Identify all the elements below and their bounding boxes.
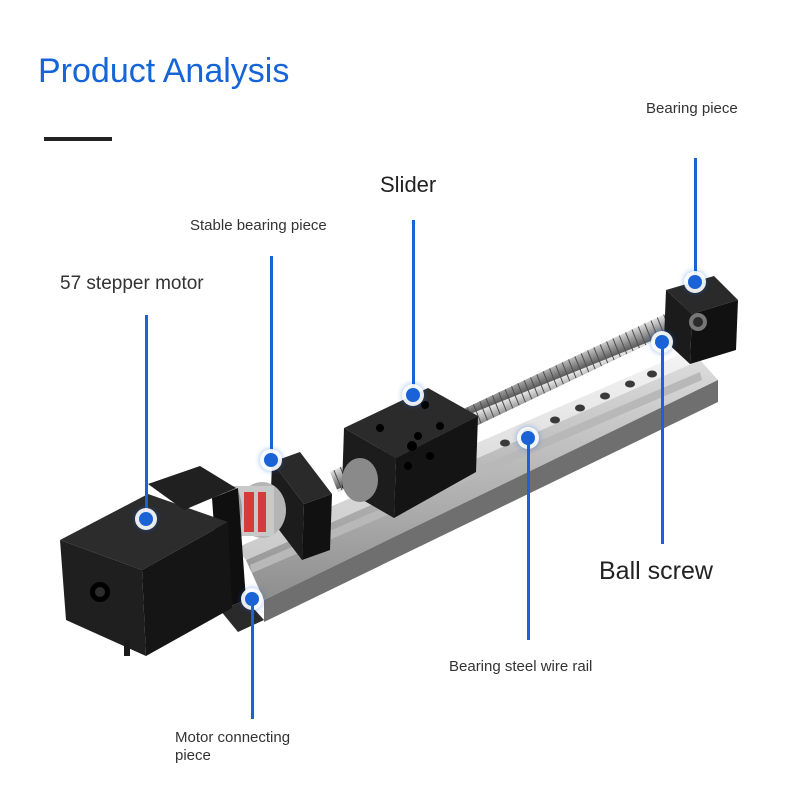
stepper-motor-leader xyxy=(145,315,148,518)
ball-screw-marker xyxy=(655,335,669,349)
callout-slider-label: Slider xyxy=(380,172,437,197)
motor-connecting-piece-leader xyxy=(251,601,254,719)
callout-motor-connecting-piece-label: Motor connecting piece xyxy=(175,729,291,764)
title-underline xyxy=(44,137,112,141)
stable-bearing-plate xyxy=(270,452,332,560)
ball-screw-leader xyxy=(661,344,664,544)
stable-bearing-piece-leader xyxy=(270,256,273,458)
stepper-motor-marker xyxy=(139,512,153,526)
ball-nut xyxy=(342,458,378,502)
bearing-piece-leader xyxy=(694,158,697,280)
slider-marker xyxy=(406,388,420,402)
stepper-motor xyxy=(60,466,236,656)
end-bearing-block xyxy=(664,276,738,364)
callout-stable-bearing-piece-label: Stable bearing piece xyxy=(190,217,327,234)
page-title: Product Analysis xyxy=(38,52,290,90)
motor-connecting-piece-marker xyxy=(245,592,259,606)
callout-steel-wire-rail-label: Bearing steel wire rail xyxy=(449,658,593,675)
bearing-piece-marker xyxy=(688,275,702,289)
callout-stepper-motor-label: 57 stepper motor xyxy=(60,273,204,294)
slider-leader xyxy=(412,220,415,394)
stable-bearing-piece-marker xyxy=(264,453,278,467)
steel-wire-rail-marker xyxy=(521,431,535,445)
steel-wire-rail-leader xyxy=(527,440,530,640)
callout-bearing-piece-label: Bearing piece xyxy=(646,100,738,117)
callout-ball-screw-label: Ball screw xyxy=(599,557,713,585)
